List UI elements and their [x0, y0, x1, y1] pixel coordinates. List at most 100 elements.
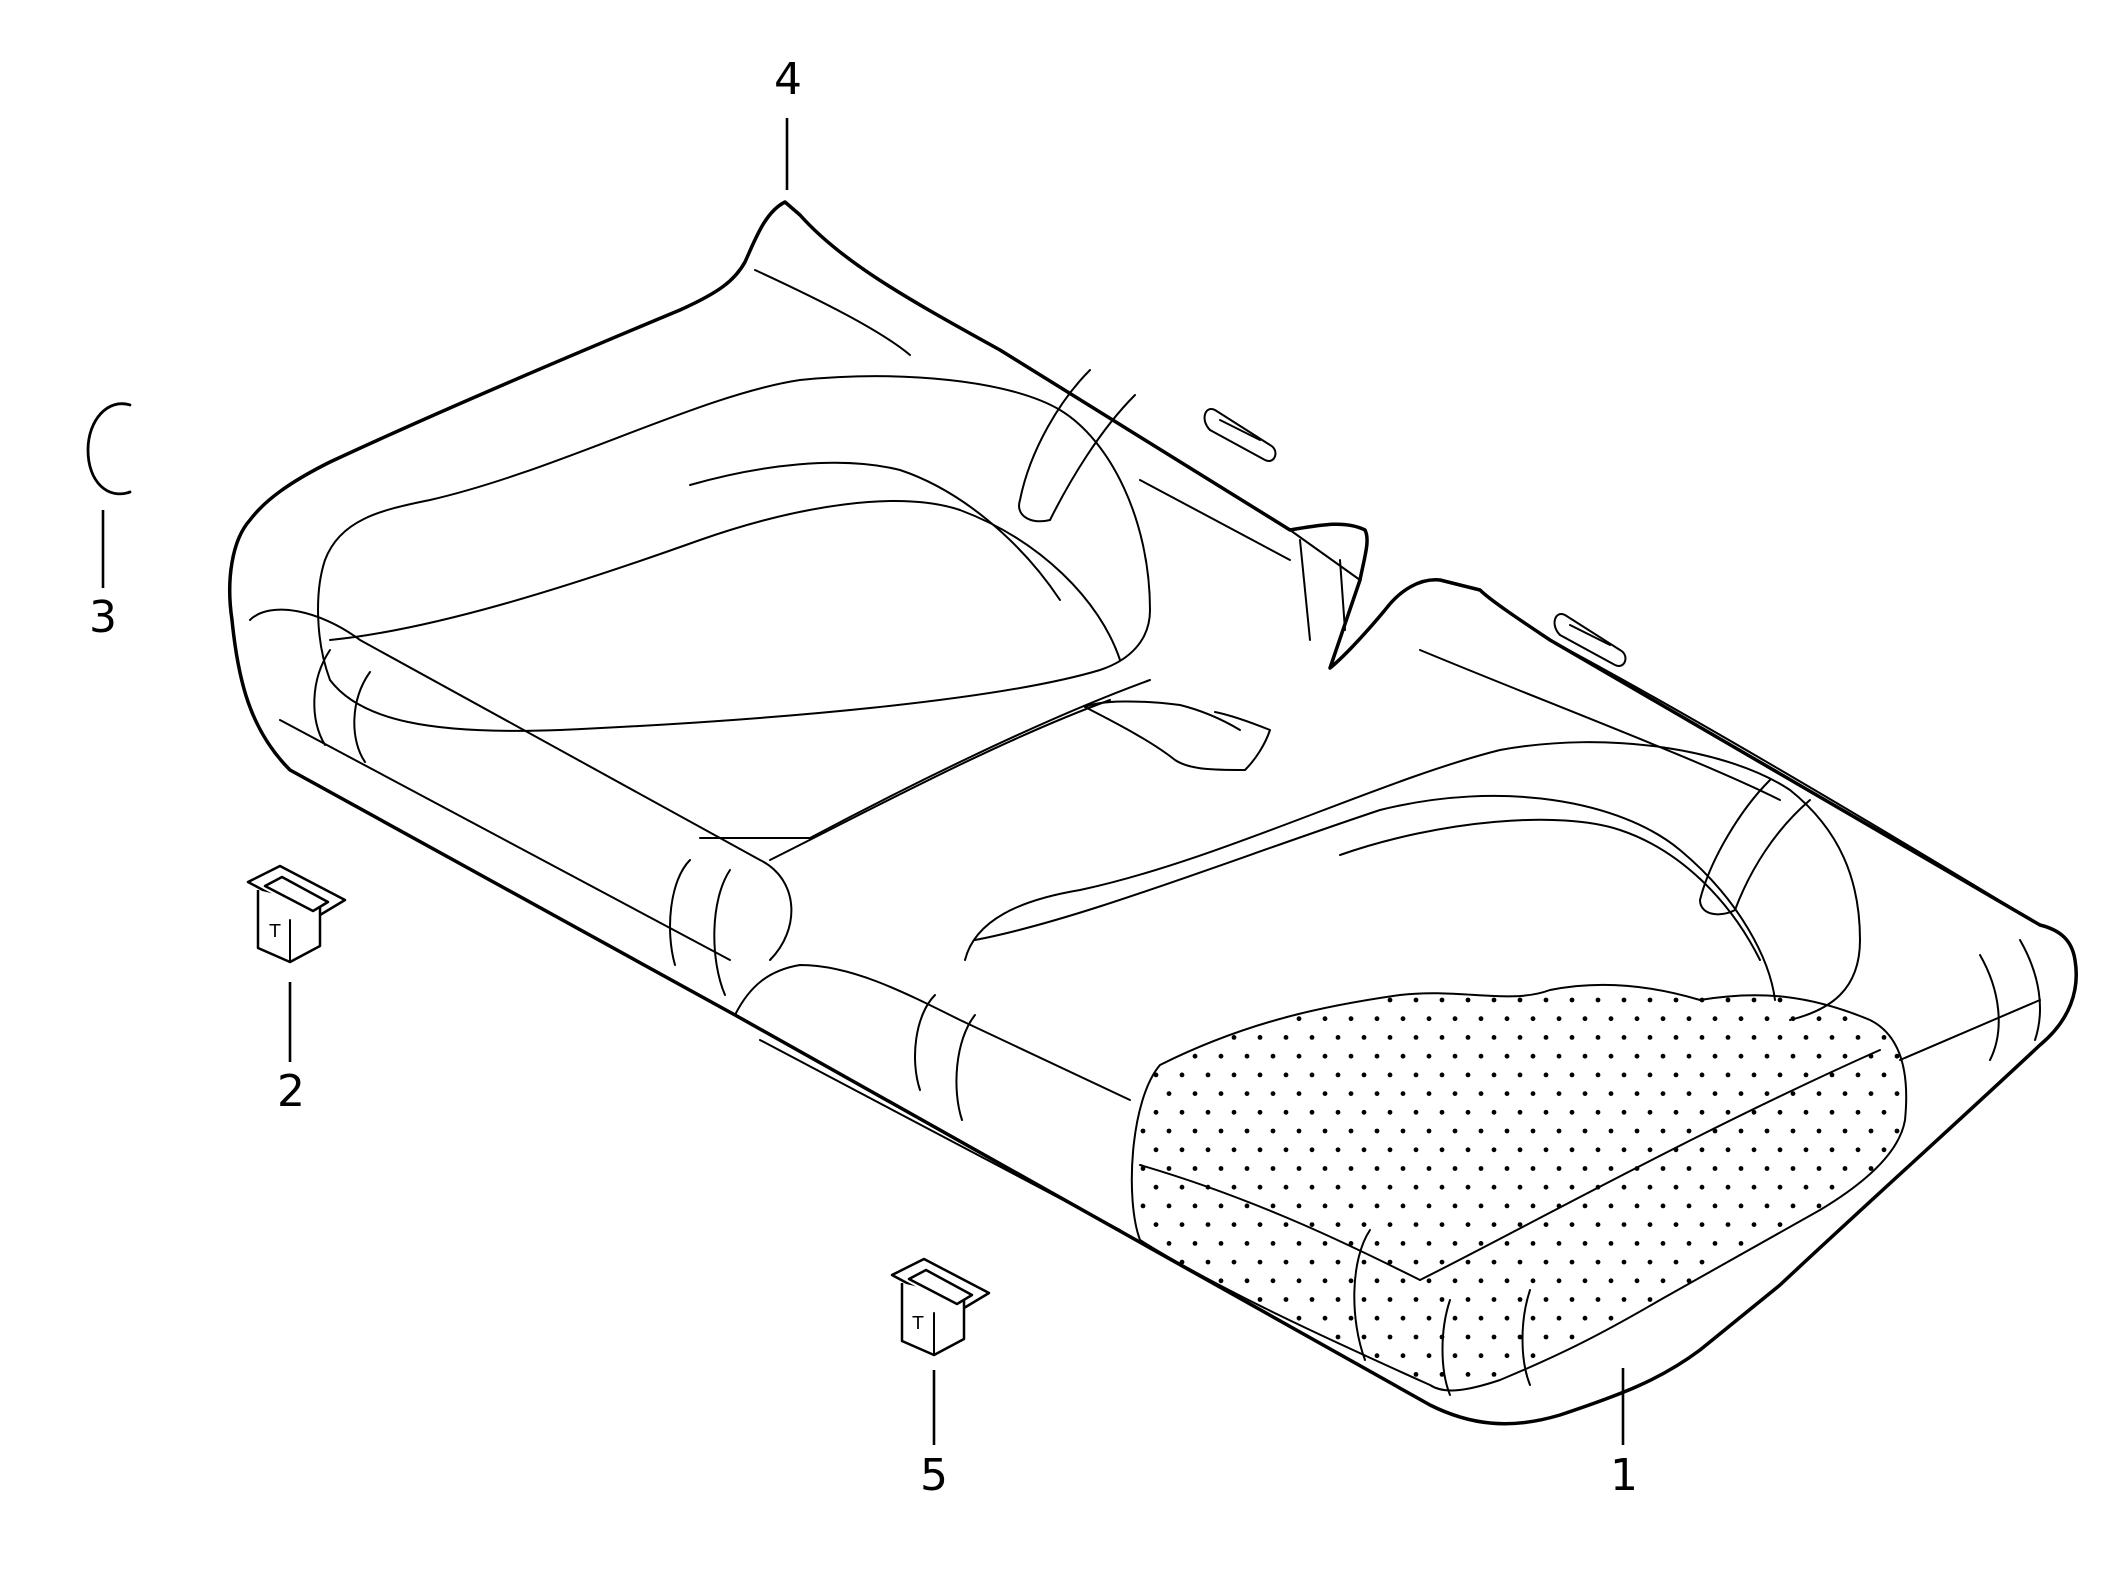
perforation-dot — [1608, 1203, 1614, 1209]
perforation-dot — [1634, 1203, 1640, 1209]
perforation-dot — [1257, 1297, 1263, 1302]
perforation-dot — [1231, 1035, 1237, 1040]
perforation-dot — [1361, 1109, 1367, 1115]
perforation-dot — [1868, 1128, 1874, 1134]
perforation-dot — [1491, 1147, 1497, 1153]
perforation-dot — [1309, 1222, 1315, 1227]
perforation-dot — [1699, 1259, 1705, 1265]
perforation-dot — [1387, 997, 1393, 1003]
perforation-dot — [1517, 1259, 1523, 1265]
perforation-dot — [1738, 1128, 1744, 1134]
perforation-dot — [1647, 1035, 1653, 1040]
perforation-dot — [1816, 1128, 1822, 1134]
perforation-dot — [1361, 1035, 1367, 1040]
perforation-dot — [1374, 1166, 1380, 1171]
perforation-dot — [1569, 1334, 1575, 1340]
perforation-dot — [1309, 1259, 1315, 1265]
perforation-dot — [1166, 1128, 1172, 1134]
perforation-dot — [1244, 1278, 1250, 1284]
perforation-dot — [1569, 1035, 1575, 1040]
perforation-dot — [1634, 1053, 1640, 1059]
perforation-dot — [1777, 1109, 1783, 1115]
perforation-dot — [1608, 1315, 1614, 1321]
perforation-dot — [1686, 1016, 1692, 1022]
perforation-dot — [1439, 997, 1445, 1003]
perforation-dot — [1894, 1091, 1900, 1096]
perforation-dot — [1335, 1334, 1341, 1340]
perforation-dot — [1751, 1222, 1757, 1227]
perforation-dot — [1569, 1109, 1575, 1115]
perforation-dot — [1218, 1128, 1224, 1134]
perforation-dot — [1673, 1184, 1679, 1190]
perforation-dot — [1322, 1091, 1328, 1096]
center-seam-2 — [809, 679, 1151, 839]
perforation-dot — [1621, 1109, 1627, 1115]
perforation-dot — [1582, 1315, 1588, 1321]
perforation-dot — [1478, 1353, 1484, 1359]
right-end-seam — [1899, 999, 2041, 1061]
perforation-dot — [1556, 1016, 1562, 1022]
perforated-zone-seam-1 — [1139, 1164, 1421, 1281]
perforation-dot — [1686, 1278, 1692, 1284]
perforation-dot — [1517, 1072, 1523, 1078]
perforation-dot — [1829, 1109, 1835, 1115]
perforation-dot — [1179, 1109, 1185, 1115]
perforation-dot — [1413, 1334, 1419, 1340]
perforation-dot — [1608, 1241, 1614, 1246]
perforation-dot — [1452, 1053, 1458, 1059]
perforation-dot — [1374, 1016, 1380, 1022]
perforation-dot — [1530, 1091, 1536, 1096]
perforation-dot — [1309, 1147, 1315, 1153]
perforation-dot — [1751, 1072, 1757, 1078]
perforation-dot — [1387, 1297, 1393, 1302]
perforation-dot — [1855, 1072, 1861, 1078]
perforation-dot — [1270, 1203, 1276, 1209]
perforation-dot — [1309, 1035, 1315, 1040]
right-end-band-2 — [2019, 939, 2041, 1041]
perforation-dot — [1530, 1353, 1536, 1359]
perforation-dot — [1491, 1259, 1497, 1265]
right-seat-panel-outline — [964, 741, 1861, 1021]
perforation-dot — [1569, 997, 1575, 1003]
perforation-dot — [1725, 1072, 1731, 1078]
perforation-dot — [1270, 1128, 1276, 1134]
perforation-dot — [1478, 1241, 1484, 1246]
perforation-dot — [1283, 1222, 1289, 1227]
perforation-dot — [1361, 1259, 1367, 1265]
perforation-dot — [1504, 1241, 1510, 1246]
perforation-dot — [1699, 1109, 1705, 1115]
perforation-dot — [1426, 1353, 1432, 1359]
perforation-dot — [1582, 1128, 1588, 1134]
perforation-dot — [1543, 1035, 1549, 1040]
perforation-dot — [1634, 1241, 1640, 1246]
perforation-dot — [1465, 1372, 1471, 1377]
perforation-dot — [1335, 1259, 1341, 1265]
perforation-dot — [1231, 1109, 1237, 1115]
perforation-dot — [1374, 1278, 1380, 1284]
perforation-dot — [1257, 1222, 1263, 1227]
right-side-band — [1289, 529, 1361, 641]
perforation-dot — [1660, 1203, 1666, 1209]
callout-label-5: 5 — [920, 1450, 948, 1501]
perforation-dot — [1543, 1184, 1549, 1190]
perforation-dot — [1231, 1222, 1237, 1227]
perforation-dot — [1348, 1203, 1354, 1209]
perforated-zone — [1130, 983, 1908, 1392]
perforation-dot — [1348, 1128, 1354, 1134]
perforation-dot — [1465, 1109, 1471, 1115]
perforation-dot — [1738, 1091, 1744, 1096]
clip-part-5: T — [890, 1257, 991, 1357]
perforation-dot — [1296, 1241, 1302, 1246]
perforation-dot — [1803, 1109, 1809, 1115]
perforation-dot — [1699, 1147, 1705, 1153]
perforation-dot — [1244, 1166, 1250, 1171]
perforation-dot — [1634, 1278, 1640, 1284]
perforation-dot — [1647, 1072, 1653, 1078]
perforation-dot — [1595, 1297, 1601, 1302]
perforation-dot — [1491, 1109, 1497, 1115]
right-front-fold-2 — [955, 1014, 976, 1121]
perforation-dot — [1569, 1184, 1575, 1190]
perforation-dot — [1335, 1072, 1341, 1078]
perforated-zone-seam-5 — [1521, 1289, 1531, 1386]
perforation-dot — [1452, 1128, 1458, 1134]
